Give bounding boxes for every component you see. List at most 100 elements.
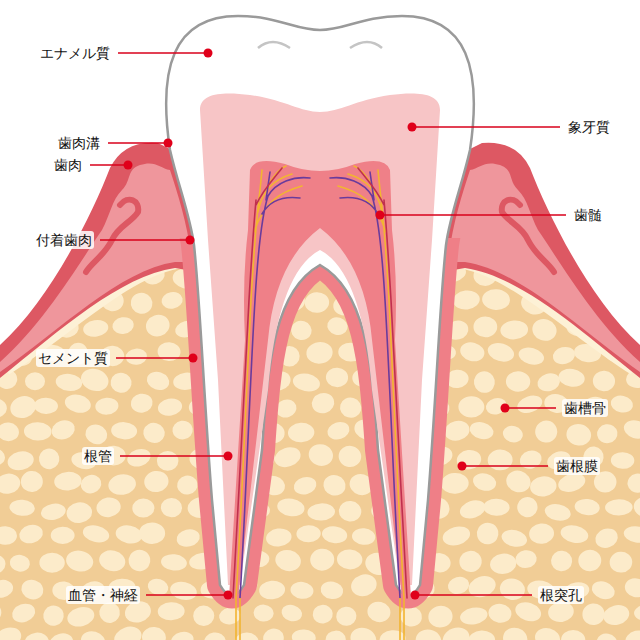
bone-cell [262,627,286,640]
bone-cell [489,552,517,575]
bone-cell [175,474,199,496]
bone-cell [0,553,6,576]
bone-cell [458,340,487,364]
bone-cell [109,371,134,395]
bone-cell [399,605,424,628]
bone-cell [321,473,348,499]
bone-cell [533,625,562,640]
bone-cell [97,601,121,625]
bone-cell [125,446,153,469]
bone-cell [365,599,392,624]
bone-cell [290,581,315,600]
bone-cell [0,293,1,314]
bone-cell [325,367,349,388]
bone-cell [291,371,321,394]
bone-cell [483,498,510,516]
bone-cell [0,422,20,443]
part-label: 歯髄 [572,206,604,224]
bone-cell [443,418,472,443]
bone-cell [160,553,187,572]
bone-cell [258,580,286,601]
bone-cell [321,525,348,545]
part-label: 血管・神経 [66,586,140,604]
bone-cell [291,629,316,640]
bone-cell [639,447,640,471]
bone-cell [414,627,443,640]
bone-cell [309,547,336,572]
bone-cell [592,370,616,392]
bone-cell [482,288,511,310]
bone-cell [446,575,471,597]
bone-cell [292,474,319,496]
bone-cell [6,449,36,473]
bone-cell [535,371,562,394]
alveolar-bone [0,252,640,640]
bone-cell [603,238,633,262]
leader-line [116,357,193,359]
bone-cell [598,269,620,289]
bone-cell [589,578,617,602]
leader-line [505,407,556,409]
nerves [233,166,310,598]
bone-cell [561,630,585,640]
bone-cell [0,447,6,467]
bone-cell [500,625,530,640]
part-label: セメント質 [36,349,110,367]
crown-groove [258,42,382,48]
leader-line [108,142,168,144]
bone-cell [623,525,640,545]
bone-cell [487,449,513,471]
bone-cell [348,571,379,599]
part-label: 付着歯肉 [34,231,94,249]
bone-cell [325,419,352,442]
bone-cell [550,550,573,572]
bone-cell [577,548,603,573]
bone-cell [3,295,31,314]
bone-cell [528,523,555,545]
bone-cell [498,576,527,602]
bone-cell [557,367,586,389]
bone-cell [9,499,36,517]
bone-cell [486,340,517,364]
bone-cell [348,625,380,640]
bone-cell [169,630,195,640]
bone-cell [551,345,577,367]
leader-dot [224,452,233,461]
leader-dot [376,211,385,220]
bone-cell [379,629,406,640]
bone-cell [175,527,202,549]
bone-cell [171,419,194,440]
bone-cell [107,472,137,496]
bone-cell [253,604,274,622]
bone-cell [129,392,154,414]
bone-cell [0,236,5,261]
bone-cell [97,548,127,574]
bone-cell [529,316,559,344]
bone-cell [218,606,242,626]
nerves [330,166,407,598]
bone-cell [0,599,3,625]
bone-cell [143,312,172,340]
bone-cell [157,451,179,471]
bone-cell [336,606,358,626]
bone-cell [24,422,52,441]
bone-cell [7,393,39,422]
bone-cell [581,602,605,626]
bone-cell [501,424,525,445]
bone-cell [10,601,38,626]
bone-cell [338,500,362,522]
bone-cell [440,472,469,495]
bone-cell [143,469,170,494]
bone-cell [139,522,166,544]
part-label: エナメル質 [38,44,112,62]
bone-cell [593,525,621,551]
bone-cell [111,421,138,440]
bone-cell [471,471,498,493]
bone-cell [0,578,15,600]
bone-cell [338,395,364,420]
bone-cell [82,318,110,338]
bone-cell [312,604,334,625]
bone-cell [304,292,329,314]
